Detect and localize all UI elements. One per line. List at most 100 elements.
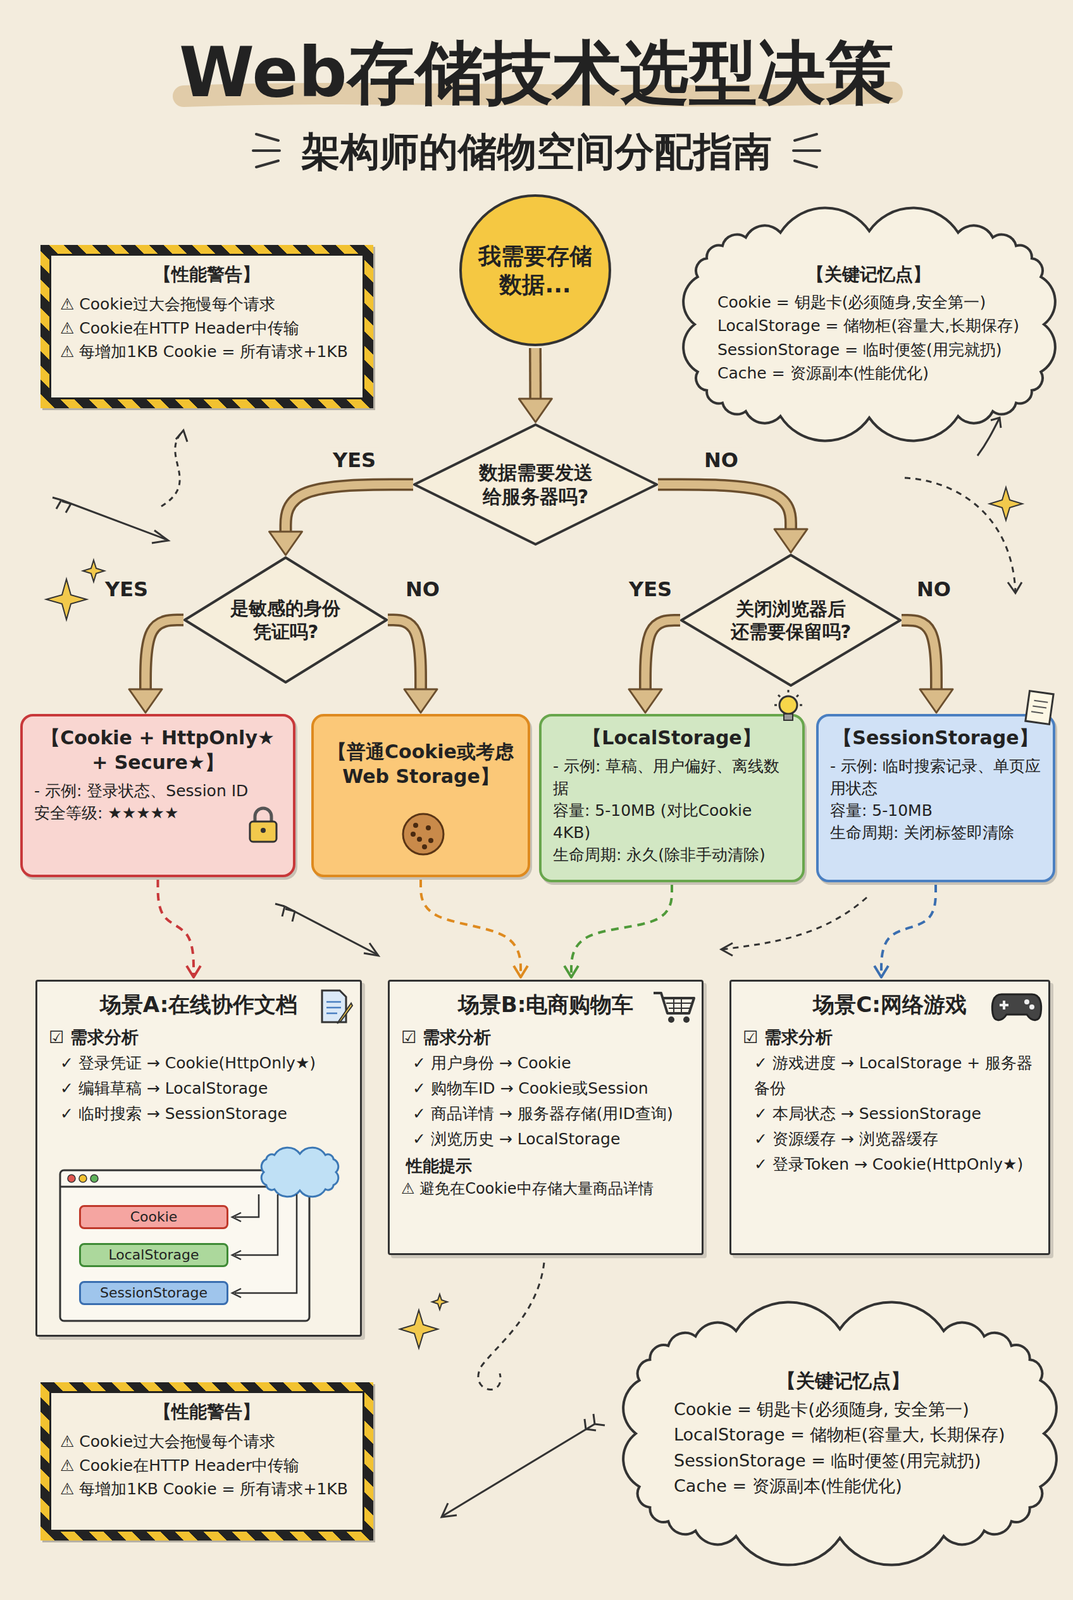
scene-text: ✓ 临时搜索 → SessionStorage — [48, 1100, 349, 1127]
node-content: LocalStorage — [108, 1245, 199, 1265]
box-text: 安全等级: ★★★★★ — [34, 801, 282, 824]
decoration — [783, 713, 793, 720]
decoration — [722, 897, 867, 949]
scenario-card: 场景B:电商购物车☑ 需求分析✓ 用户身份 → Cookie✓ 购物车ID → … — [387, 979, 704, 1255]
dashed-connector — [158, 879, 195, 977]
node-content: 场景A:在线协作文档☑ 需求分析✓ 登录凭证 → Cookie(HttpOnly… — [37, 981, 360, 1136]
decoration — [442, 1423, 595, 1516]
scene-text: ✓ 登录凭证 → Cookie(HttpOnly★) — [48, 1050, 349, 1076]
cloud-text: LocalStorage = 储物柜(容量大, 长期保存) — [673, 1421, 1038, 1448]
arrow-body — [285, 484, 414, 534]
arrow-head — [628, 688, 662, 713]
page-title: Web存储技术选型决策 — [0, 31, 1073, 114]
cloud-text: LocalStorage = 储物柜(容量大,长期保存) — [717, 313, 1038, 338]
decoration — [232, 1250, 242, 1260]
decoration — [904, 477, 1016, 592]
decoration — [399, 1309, 438, 1348]
node-content: 是敏感的身份凭证吗? — [183, 556, 388, 684]
edge-label: YES — [328, 447, 380, 474]
arrow-head — [774, 528, 808, 553]
box-heading: 【LocalStorage】 — [552, 725, 791, 750]
decision-diamond-shape — [184, 557, 387, 683]
decoration — [794, 134, 817, 141]
decoration — [256, 134, 279, 141]
arrow-head — [518, 398, 552, 422]
decision-diamond-shape — [414, 424, 657, 545]
start-circle: 我需要存储数据... — [458, 193, 612, 347]
cloud-shape — [683, 208, 1056, 441]
decoration — [234, 1193, 297, 1293]
box-text: - 示例: 临时搜索记录、单页应用状态 — [830, 754, 1042, 800]
decoration — [363, 942, 379, 956]
icon — [652, 987, 697, 1026]
scene-text: ✓ 购物车ID → Cookie或Session — [401, 1075, 691, 1101]
decoration — [774, 689, 803, 705]
decoration — [584, 1413, 605, 1430]
arrow-body — [645, 620, 681, 691]
cloud-text: SessionStorage = 临时便签(用完就扔) — [717, 337, 1038, 362]
decoration — [232, 1288, 242, 1297]
decoration — [61, 499, 166, 540]
result-box: 【普通Cookie或考虑Web Storage】 — [311, 713, 531, 877]
box-heading: 【普通Cookie或考虑Web Storage】 — [325, 738, 517, 789]
flow-connector — [387, 620, 438, 714]
flow-connector — [420, 879, 528, 977]
flow-connector — [129, 620, 184, 714]
decoration — [260, 827, 266, 833]
scenario-card: 场景C:网络游戏☑ 需求分析✓ 游戏进度 → LocalStorage + 服务… — [729, 979, 1051, 1255]
warn-text: ⚠ Cookie在HTTP Header中传输 — [60, 316, 354, 341]
flow-connector — [564, 884, 672, 977]
scene-text: ✓ 用户身份 → Cookie — [401, 1050, 691, 1076]
node-content: 场景C:网络游戏☑ 需求分析✓ 游戏进度 → LocalStorage + 服务… — [731, 981, 1049, 1186]
decision-diamond: 关闭浏览器后还需要保留吗? — [680, 553, 902, 687]
node-content: 场景B:电商购物车☑ 需求分析✓ 用户身份 → Cookie✓ 购物车ID → … — [389, 981, 702, 1209]
decoration — [666, 997, 692, 1013]
warn-text: ⚠ Cookie过大会拖慢每个请求 — [60, 1429, 354, 1454]
decoration — [683, 1016, 690, 1023]
decoration — [793, 149, 820, 152]
decoration — [256, 160, 279, 168]
shape-outline — [458, 193, 612, 347]
arrow-body — [531, 347, 540, 401]
decoration — [1007, 582, 1022, 593]
flow-connector — [901, 620, 953, 713]
arrow-head — [269, 531, 303, 555]
icon — [991, 990, 1042, 1024]
pill-label: LocalStorage — [108, 1245, 199, 1265]
decoration — [60, 1169, 310, 1321]
shape-outline — [413, 423, 658, 546]
arrow-body — [145, 620, 184, 692]
circle-label: 我需要存储数据... — [475, 241, 596, 299]
start-circle-shape — [460, 195, 610, 345]
decoration — [989, 487, 1023, 521]
decoration — [52, 497, 71, 513]
dashed-arrow-head — [186, 965, 201, 977]
decoration — [234, 1193, 278, 1255]
edge-label: NO — [401, 576, 444, 603]
cloud-text: Cache = 资源副本(性能优化) — [673, 1472, 1038, 1499]
cloud-heading: 【关键记忆点】 — [776, 1367, 910, 1393]
warn-text: ⚠ 每增加1KB Cookie = 所有请求+1KB — [60, 339, 354, 364]
cloud-text: SessionStorage = 临时便签(用完就扔) — [673, 1447, 1038, 1474]
dashed-arrow-head — [874, 965, 889, 977]
dashed-connector — [881, 884, 936, 977]
node-content: SessionStorage — [99, 1283, 208, 1303]
flow-connector — [874, 884, 936, 977]
box-text: 容量: 5-10MB — [830, 799, 1042, 822]
box-heading: 【SessionStorage】 — [830, 725, 1042, 750]
flow-connector — [518, 347, 552, 422]
scene-heading: 场景A:在线协作文档 — [48, 990, 349, 1018]
decoration — [413, 822, 419, 828]
arrow-body — [387, 620, 421, 692]
flow-connector — [269, 484, 414, 556]
box-text: - 示例: 登录状态、Session ID — [34, 779, 282, 802]
arrow-outline — [657, 484, 791, 532]
box-heading: 【Cookie + HttpOnly★ + Secure★】 — [34, 725, 282, 775]
decoration — [275, 903, 295, 922]
cloud-text: Cookie = 钥匙卡(必须随身,安全第一) — [717, 290, 1038, 315]
box-text: 容量: 5-10MB (对比Cookie 4KB) — [552, 799, 791, 844]
decoration — [1025, 690, 1054, 725]
cloud-heading: 【关键记忆点】 — [806, 263, 931, 286]
decoration — [410, 831, 416, 837]
